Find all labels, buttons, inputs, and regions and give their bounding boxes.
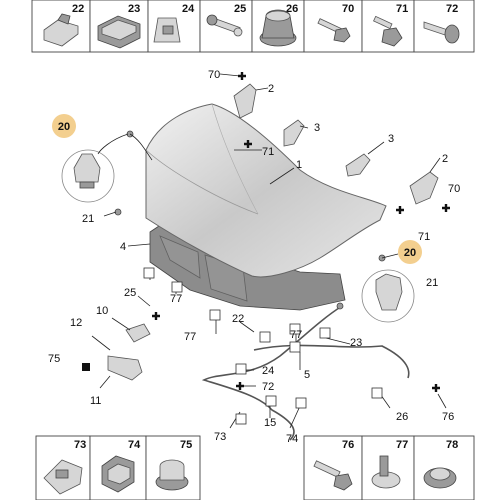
part-cell-74[interactable]: 74 <box>89 435 147 500</box>
part-number: 76 <box>342 439 354 451</box>
bottom-left-parts-row: 73 74 75 <box>35 435 201 500</box>
part-cell-22[interactable]: 22 <box>31 0 91 53</box>
label-71b: 71 <box>418 231 430 243</box>
buffer-detail-left[interactable] <box>61 149 115 203</box>
label-2b: 2 <box>442 153 448 165</box>
retainer-clip-icon <box>101 455 135 493</box>
release-lever <box>107 355 143 381</box>
label-10: 10 <box>96 305 108 317</box>
flange-bolt-icon <box>373 15 403 47</box>
screw-icon <box>423 21 460 44</box>
part-number: 73 <box>74 439 86 451</box>
label-21: 21 <box>82 213 94 225</box>
part-number: 25 <box>234 3 246 15</box>
nut-icon <box>423 467 457 489</box>
label-70b: 70 <box>448 183 460 195</box>
label-3b: 3 <box>388 133 394 145</box>
hood-latch <box>125 323 151 343</box>
part-number: 72 <box>446 3 458 15</box>
hood-assembly <box>82 83 439 441</box>
part-cell-26[interactable]: 26 <box>251 0 305 53</box>
label-11: 11 <box>90 395 101 407</box>
callout-number: 20 <box>58 121 70 133</box>
cable-clip-icon <box>43 459 83 495</box>
reference-boxes <box>143 267 383 425</box>
label-73: 73 <box>214 431 226 443</box>
part-number: 74 <box>128 439 141 451</box>
cross-markers <box>152 72 450 392</box>
bottom-right-parts-row: 76 77 78 <box>303 435 475 500</box>
part-number: 77 <box>396 439 408 451</box>
part-number: 70 <box>342 3 354 15</box>
label-23: 23 <box>350 337 362 349</box>
bolt-icon <box>317 18 351 43</box>
washer-bolt-icon <box>313 460 353 491</box>
release-cable <box>201 305 343 441</box>
part-labels: 70 2 3 71 1 3 2 70 71 21 4 77 25 10 12 7… <box>48 69 460 445</box>
top-parts-row: 22 23 24 25 <box>31 0 475 53</box>
stud-pin-icon <box>206 14 243 37</box>
label-70: 70 <box>208 69 220 81</box>
label-1: 1 <box>296 159 302 171</box>
buffer-detail-right[interactable] <box>361 269 415 323</box>
part-number: 23 <box>128 3 140 15</box>
grommet-icon <box>155 459 189 491</box>
callout-number: 20 <box>404 247 416 259</box>
label-77c: 77 <box>290 329 302 341</box>
label-3: 3 <box>314 122 320 134</box>
part-label: 21 <box>426 277 438 289</box>
part-cell-77[interactable]: 77 <box>361 435 415 500</box>
hinge-left <box>233 83 257 119</box>
part-number: 26 <box>286 3 298 15</box>
spring-nut-icon <box>153 17 181 43</box>
part-number: 78 <box>446 439 458 451</box>
label-22: 22 <box>232 313 244 325</box>
grommet-marker <box>82 363 90 371</box>
bracket-clip-icon <box>97 15 141 49</box>
part-cell-70[interactable]: 70 <box>303 0 363 53</box>
label-4: 4 <box>120 241 126 253</box>
part-number: 24 <box>182 3 195 15</box>
rubber-buffer-icon <box>259 9 297 47</box>
part-cell-78[interactable]: 78 <box>413 435 475 500</box>
label-74: 74 <box>286 433 298 445</box>
part-cell-24[interactable]: 24 <box>147 0 201 53</box>
callout-20-left[interactable]: 20 <box>52 114 76 138</box>
part-cell-72[interactable]: 72 <box>413 0 475 53</box>
part-cell-73[interactable]: 73 <box>35 435 91 500</box>
label-24: 24 <box>262 365 274 377</box>
part-cell-71[interactable]: 71 <box>361 0 415 53</box>
callout-20-right[interactable]: 20 <box>398 240 422 264</box>
part-cell-75[interactable]: 75 <box>145 435 201 500</box>
hinge-right <box>409 171 439 205</box>
push-rivet-icon <box>371 455 401 489</box>
part-number: 71 <box>396 3 408 15</box>
part-cell-25[interactable]: 25 <box>199 0 253 53</box>
part-number: 75 <box>180 439 192 451</box>
label-25: 25 <box>124 287 136 299</box>
clip-icon <box>43 13 79 47</box>
label-77: 77 <box>170 293 182 305</box>
label-5: 5 <box>304 369 310 381</box>
part-cell-76[interactable]: 76 <box>303 435 363 500</box>
label-15: 15 <box>264 417 276 429</box>
label-2: 2 <box>268 83 274 95</box>
label-75: 75 <box>48 353 60 365</box>
part-cell-23[interactable]: 23 <box>89 0 149 53</box>
label-77b: 77 <box>184 331 196 343</box>
label-26: 26 <box>396 411 408 423</box>
label-71: 71 <box>262 146 274 158</box>
label-72: 72 <box>262 381 274 393</box>
label-12: 12 <box>70 317 82 329</box>
part-number: 22 <box>72 3 84 15</box>
label-76: 76 <box>442 411 454 423</box>
leader-lines <box>91 73 447 429</box>
